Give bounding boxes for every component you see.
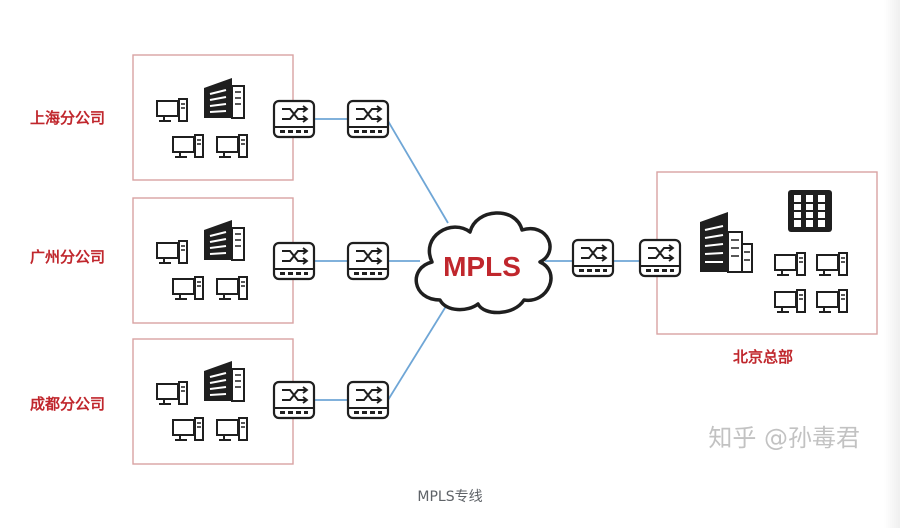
router-icon: [571, 238, 615, 278]
watermark: 知乎 @孙毒君: [708, 424, 860, 452]
branch-box-chengdu: [132, 338, 294, 465]
router-icon: [272, 241, 316, 281]
hq-building-icon: [700, 212, 753, 273]
branch-box-guangzhou: [132, 197, 294, 324]
router-icon: [346, 380, 390, 420]
router-icon: [346, 99, 390, 139]
router-icon: [272, 99, 316, 139]
mpls-cloud-icon: [414, 211, 553, 315]
router-icon: [346, 241, 390, 281]
branch-label-guangzhou: 广州分公司: [30, 248, 106, 266]
router-icon: [272, 380, 316, 420]
branch-label-chengdu: 成都分公司: [30, 395, 106, 413]
right-edge-fade: [884, 0, 900, 528]
mpls-cloud-label: MPLS: [443, 251, 521, 282]
router-icon: [638, 238, 682, 278]
links: [314, 118, 640, 401]
server-rack-icon: [788, 190, 832, 232]
hq-label: 北京总部: [733, 348, 794, 366]
branch-label-shanghai: 上海分公司: [30, 109, 106, 127]
figure-caption: MPLS专线: [417, 489, 483, 505]
